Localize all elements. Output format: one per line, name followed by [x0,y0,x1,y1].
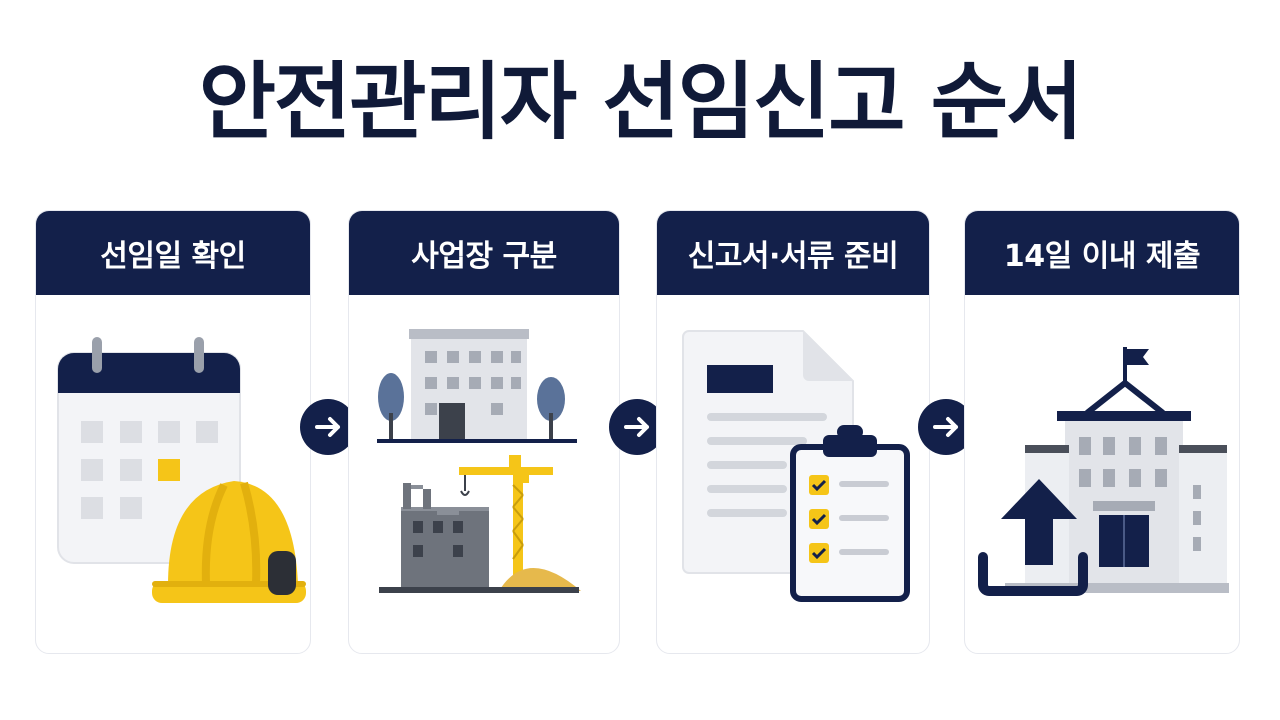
document-checklist-icon [682,330,910,602]
step-card-1: 선임일 확인 [35,210,311,654]
step-card-4: 14일 이내 제출 [964,210,1240,654]
page-title: 안전관리자 선임신고 순서 [198,53,1084,151]
step-label-1: 선임일 확인 [36,211,310,295]
step-card-2: 사업장 구분 [348,210,620,654]
arrow-icon-1 [300,399,356,455]
calendar-hardhat-icon [57,337,306,603]
step-label-2: 사업장 구분 [349,211,619,295]
buildings-construction-icon [377,329,581,593]
step-label-3: 신고서·서류 준비 [657,211,929,295]
step-card-3: 신고서·서류 준비 [656,210,930,654]
step-label-4: 14일 이내 제출 [965,211,1239,295]
arrow-icon-2 [609,399,665,455]
upload-government-building-icon [978,347,1229,596]
